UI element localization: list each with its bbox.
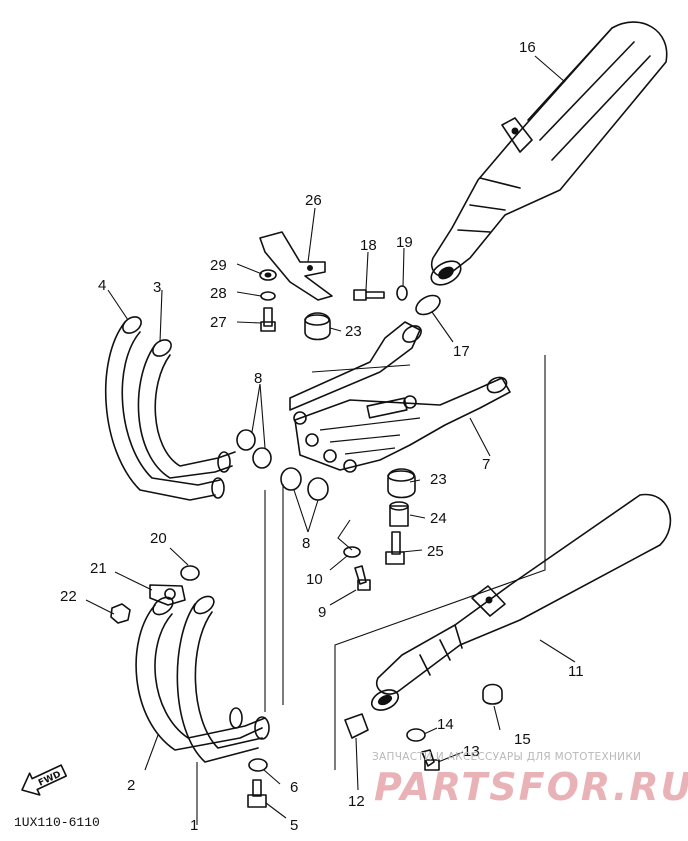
callout-16: 16 — [519, 39, 536, 56]
fwd-label: FWD — [37, 770, 63, 789]
callout-1: 1 — [190, 817, 198, 834]
callout-13: 13 — [463, 743, 480, 760]
callout-20: 20 — [150, 530, 167, 547]
header-pipe-1[interactable] — [176, 593, 270, 763]
callout-21: 21 — [90, 560, 107, 577]
bracket-26[interactable] — [259, 231, 333, 301]
gasket-8-lower-a[interactable] — [280, 467, 302, 491]
callout-25: 25 — [427, 543, 444, 560]
nut-22[interactable] — [110, 603, 131, 624]
callout-9: 9 — [318, 604, 326, 621]
callout-18: 18 — [360, 237, 377, 254]
gasket-6[interactable] — [248, 758, 268, 772]
callout-27: 27 — [210, 314, 227, 331]
gasket-20[interactable] — [180, 565, 200, 581]
forward-direction-arrow: FWD — [21, 764, 68, 796]
callout-6: 6 — [290, 779, 298, 796]
gasket-8-lower-b[interactable] — [307, 477, 329, 501]
callout-10: 10 — [306, 571, 323, 588]
bolt-5[interactable] — [247, 779, 267, 808]
callout-24: 24 — [430, 510, 447, 527]
muffler-upper[interactable] — [427, 21, 668, 290]
watermark-logo: PARTSFOR.RU — [374, 765, 688, 809]
callout-14: 14 — [437, 716, 454, 733]
callout-17: 17 — [453, 343, 470, 360]
washer-10[interactable] — [343, 546, 361, 558]
callout-labels: 1 2 3 4 5 6 7 8 8 9 10 11 12 13 14 15 16… — [60, 39, 584, 834]
callout-23-upper: 23 — [345, 323, 362, 340]
watermark-tagline: ЗАПЧАСТИ И АКСЕССУАРЫ ДЛЯ МОТОТЕХНИКИ — [372, 751, 641, 763]
callout-29: 29 — [210, 257, 227, 274]
gasket-8-upper-a[interactable] — [236, 429, 256, 451]
fastener-29[interactable] — [259, 269, 277, 281]
damper-23-lower[interactable] — [387, 468, 416, 499]
collar-24[interactable] — [389, 501, 409, 527]
bolt-25[interactable] — [385, 531, 405, 565]
bolt-18[interactable] — [353, 289, 385, 301]
callout-22: 22 — [60, 588, 77, 605]
callout-26: 26 — [305, 192, 322, 209]
diagram-code: 1UX110-6110 — [14, 815, 100, 830]
callout-7: 7 — [482, 456, 490, 473]
washer-14[interactable] — [406, 728, 426, 742]
header-pipe-3[interactable] — [137, 337, 236, 499]
bolt-9[interactable] — [354, 565, 371, 591]
callout-5: 5 — [290, 817, 298, 834]
header-pipe-2[interactable] — [135, 594, 266, 751]
fastener-27[interactable] — [260, 307, 276, 332]
cap-15[interactable] — [482, 683, 503, 705]
callout-8-upper: 8 — [254, 370, 262, 387]
gasket-8-upper-b[interactable] — [252, 447, 272, 469]
bolt-13[interactable] — [421, 749, 440, 771]
leader-lines — [85, 55, 576, 819]
washer-19[interactable] — [396, 285, 408, 301]
watermark: ЗАПЧАСТИ И АКСЕССУАРЫ ДЛЯ МОТОТЕХНИКИ PA… — [372, 751, 688, 809]
callout-19: 19 — [396, 234, 413, 251]
gasket-17[interactable] — [413, 292, 444, 319]
clamp-21[interactable] — [149, 584, 186, 606]
muffler-lower[interactable] — [369, 493, 672, 715]
callout-2: 2 — [127, 777, 135, 794]
callout-15: 15 — [514, 731, 531, 748]
callout-4: 4 — [98, 277, 106, 294]
callout-11: 11 — [568, 663, 584, 680]
gasket-12[interactable] — [344, 713, 369, 739]
callout-8-lower: 8 — [302, 535, 310, 552]
fastener-28[interactable] — [260, 291, 276, 301]
damper-23-upper[interactable] — [304, 312, 331, 341]
callout-12: 12 — [348, 793, 365, 810]
callout-3: 3 — [153, 279, 161, 296]
collector-pipe[interactable] — [289, 321, 511, 473]
callout-23-lower: 23 — [430, 471, 447, 488]
callout-28: 28 — [210, 285, 227, 302]
assembly-guide-lines — [196, 355, 546, 825]
